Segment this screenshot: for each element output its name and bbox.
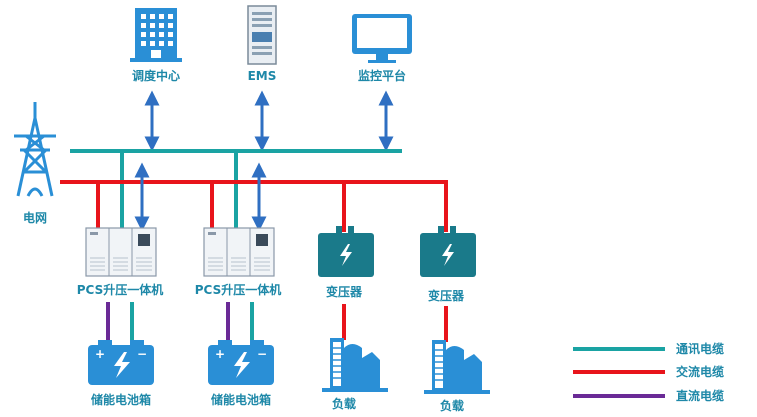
svg-text:−: − (257, 347, 267, 361)
battery-label-2: 储能电池箱 (211, 392, 271, 407)
server-cabinet-icon (247, 5, 277, 65)
pcs-cabinet-icon (203, 227, 275, 277)
factory-icon (424, 340, 490, 394)
svg-text:+: + (215, 347, 225, 361)
legend-label-ac: 交流电缆 (676, 364, 724, 379)
ems-label: EMS (248, 69, 277, 83)
pcs-label-2: PCS升压一体机 (195, 282, 281, 297)
load-label-1: 负载 (332, 396, 356, 411)
legend-label-comm: 通讯电缆 (676, 341, 724, 356)
load-label-2: 负载 (440, 398, 464, 413)
transformer-label-1: 变压器 (326, 284, 363, 299)
grid-label: 电网 (23, 210, 47, 225)
transformer-label-2: 变压器 (428, 288, 465, 303)
pcs-label-1: PCS升压一体机 (77, 282, 163, 297)
monitor-icon (352, 14, 412, 63)
monitoring-platform-label: 监控平台 (358, 68, 406, 83)
dispatch-center-label: 调度中心 (132, 68, 180, 83)
transformer-icon (420, 226, 476, 277)
battery-label-1: 储能电池箱 (91, 392, 151, 407)
building-icon (130, 8, 182, 62)
svg-text:−: − (137, 347, 147, 361)
legend: 通讯电缆 交流电缆 直流电缆 (573, 341, 724, 403)
battery-icon: + − (88, 340, 154, 385)
pcs-cabinet-icon (85, 227, 157, 277)
legend-label-dc: 直流电缆 (676, 388, 724, 403)
battery-icon: + − (208, 340, 274, 385)
power-tower-icon (14, 102, 56, 197)
factory-icon (322, 338, 388, 392)
transformer-icon (318, 226, 374, 277)
svg-text:+: + (95, 347, 105, 361)
